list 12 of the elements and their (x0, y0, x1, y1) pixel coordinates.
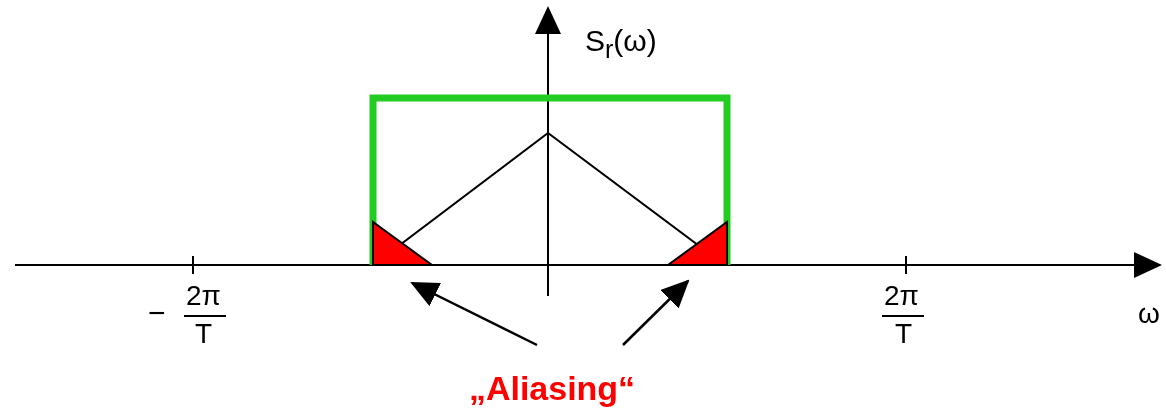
arrow (410, 281, 538, 347)
aliasing-region (664, 220, 728, 266)
axis-label: ω (1138, 300, 1160, 328)
arrow (622, 279, 690, 346)
fraction-denominator: T (195, 320, 213, 348)
minus-sign: − (148, 298, 166, 328)
fraction-numerator: 2π (884, 282, 919, 310)
axis-label: S$_{r}$(ω) (585, 26, 657, 62)
annotation-text: „Aliasing“ (468, 371, 636, 405)
aliasing-region (372, 220, 436, 266)
fraction-denominator: T (895, 320, 913, 348)
fraction-numerator: 2π (186, 282, 221, 310)
